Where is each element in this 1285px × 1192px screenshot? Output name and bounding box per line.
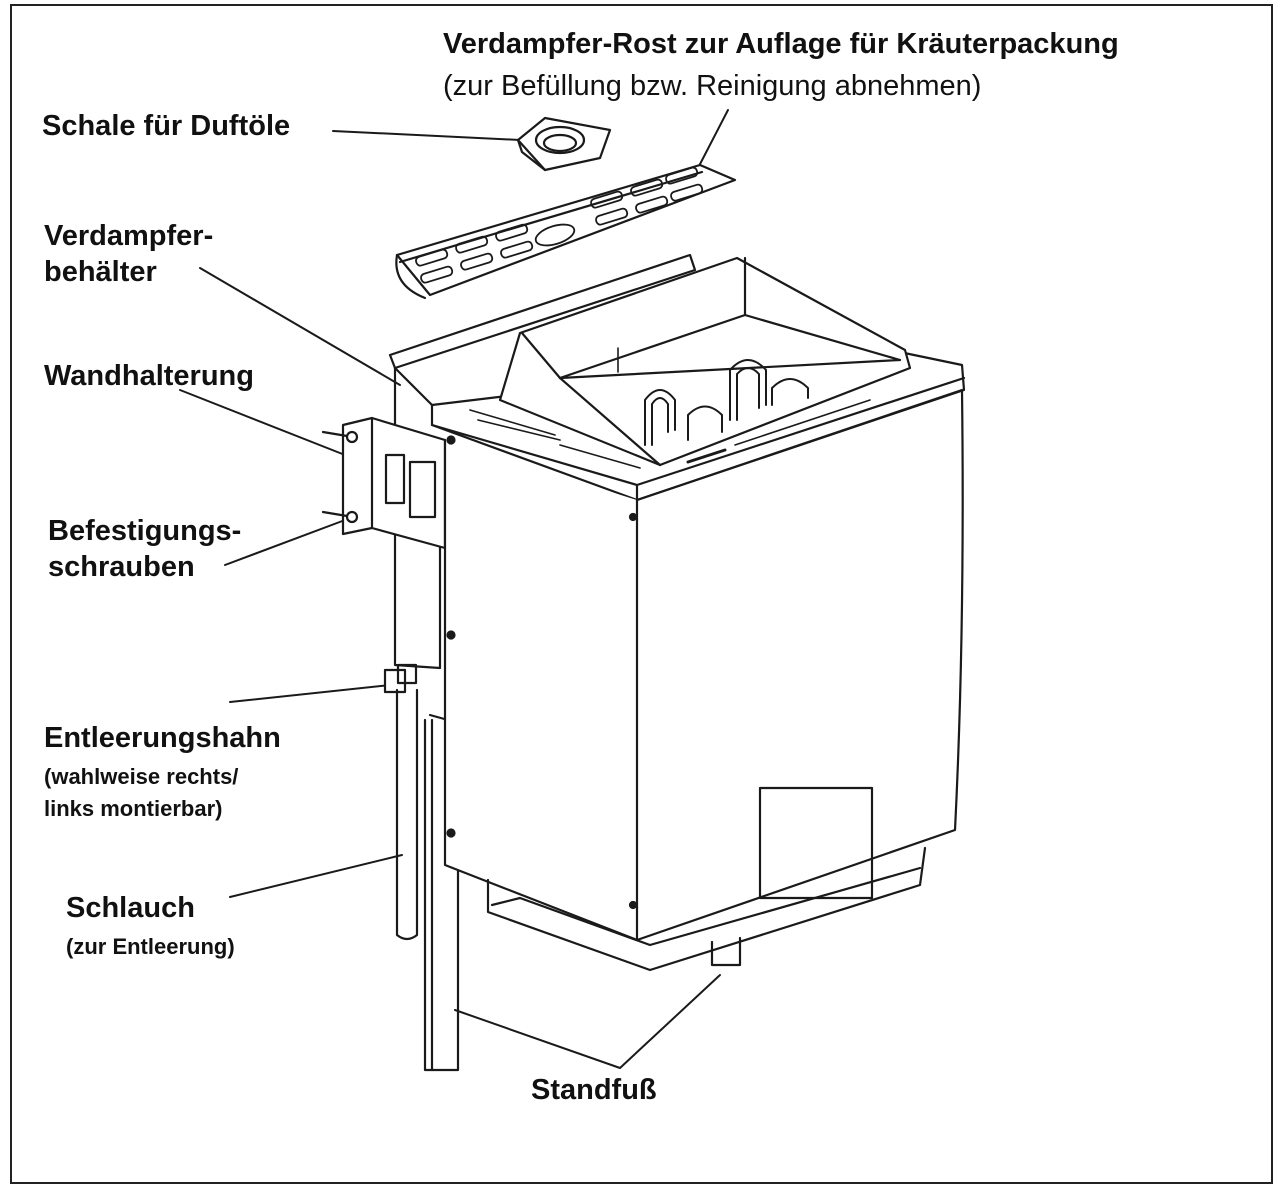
label-evaporator-container-line2: behälter <box>44 256 157 288</box>
label-drain-tap: Entleerungshahn <box>44 722 281 754</box>
label-drain-tap-note-line1: (wahlweise rechts/ <box>44 764 239 789</box>
diagram-frame <box>10 4 1273 1184</box>
label-evaporator-grate: Verdampfer-Rost zur Auflage für Kräuterp… <box>443 28 1119 60</box>
label-stand-foot: Standfuß <box>531 1074 657 1106</box>
hose-drawing <box>395 688 419 941</box>
label-oil-bowl: Schale für Duftöle <box>42 110 291 142</box>
label-mounting-screws-line1: Befestigungs- <box>48 515 242 547</box>
leader-lines <box>179 109 729 1069</box>
heating-elements-drawing <box>644 359 809 464</box>
label-hose: Schlauch <box>66 892 195 924</box>
stone-basket-drawing <box>498 256 912 467</box>
label-wall-bracket: Wandhalterung <box>44 360 254 392</box>
stand-foot-drawing <box>423 713 742 1072</box>
label-evaporator-container-line1: Verdampfer- <box>44 220 214 252</box>
drain-tap-drawing <box>383 663 418 694</box>
oil-bowl-drawing <box>516 116 612 172</box>
label-mounting-screws-line2: schrauben <box>48 551 195 583</box>
evaporator-grate-drawing <box>395 163 737 300</box>
label-hose-note: (zur Entleerung) <box>66 934 235 959</box>
wall-bracket-drawing <box>321 416 447 550</box>
label-evaporator-grate-note: (zur Befüllung bzw. Reinigung abnehmen) <box>443 70 982 102</box>
label-drain-tap-note-line2: links montierbar) <box>44 796 223 821</box>
